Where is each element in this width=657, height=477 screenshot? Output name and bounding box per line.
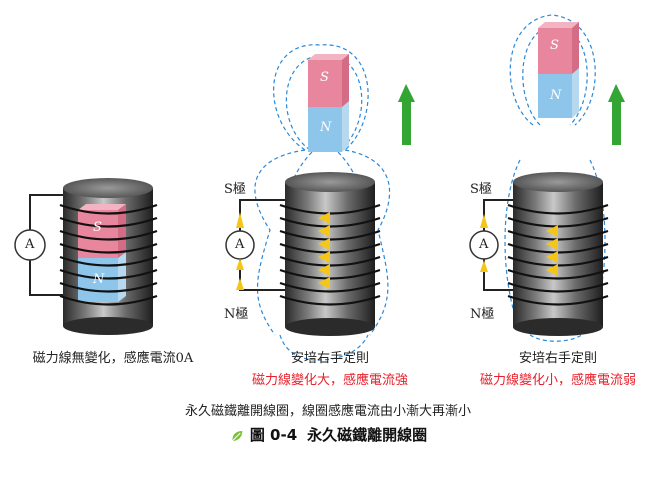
magnet-3 [538,22,579,118]
coil-windings [59,203,158,306]
ammeter-2-label: A [235,237,245,252]
panel-2-caption: 磁力線變化大，感應電流強 [251,373,409,388]
panel-3-top-pole: S極 [470,182,492,197]
induced-current-arrows-3 [546,225,558,276]
figure-caption: 圖 0-4 永久磁鐵離開線圈 [230,424,427,445]
panel-2 [225,44,415,361]
magnet-2 [308,54,349,152]
motion-arrow-2 [398,84,415,145]
magnet-2-n-label: N [320,120,332,135]
figure-title: 永久磁鐵離開線圈 [307,426,428,444]
magnet-3-n-label: N [550,88,562,103]
panel-3 [469,14,625,342]
panel-2-title: 安培右手定則 [290,351,370,366]
figure-number: 圖 0-4 [249,426,298,444]
panel-2-top-pole: S極 [224,182,246,197]
magnet-2-s-label: S [320,70,329,85]
ammeter-icon [14,229,46,261]
core-top [63,178,153,198]
panel-2-bottom-pole: N極 [224,307,249,322]
panel-3-title: 安培右手定則 [518,351,598,366]
panel-3-caption: 磁力線變化小，感應電流弱 [479,373,637,388]
magnet-1-s-label: S [93,220,102,235]
magnet-3-s-label: S [550,38,559,53]
motion-arrow-3 [608,84,625,145]
ammeter-3-label: A [479,237,489,252]
panel-1-coil [14,178,158,335]
magnet-1-n-label: N [93,272,105,287]
ammeter-icon-3 [469,230,499,260]
bottom-caption: 永久磁鐵離開線圈，線圈感應電流由小漸大再漸小 [184,404,472,419]
leaf-icon [231,430,242,441]
panel-3-bottom-pole: N極 [470,307,495,322]
panel-1-caption: 磁力線無變化，感應電流0A [32,351,194,366]
ammeter-1-label: A [25,237,35,252]
induced-current-arrows-2 [318,212,330,289]
